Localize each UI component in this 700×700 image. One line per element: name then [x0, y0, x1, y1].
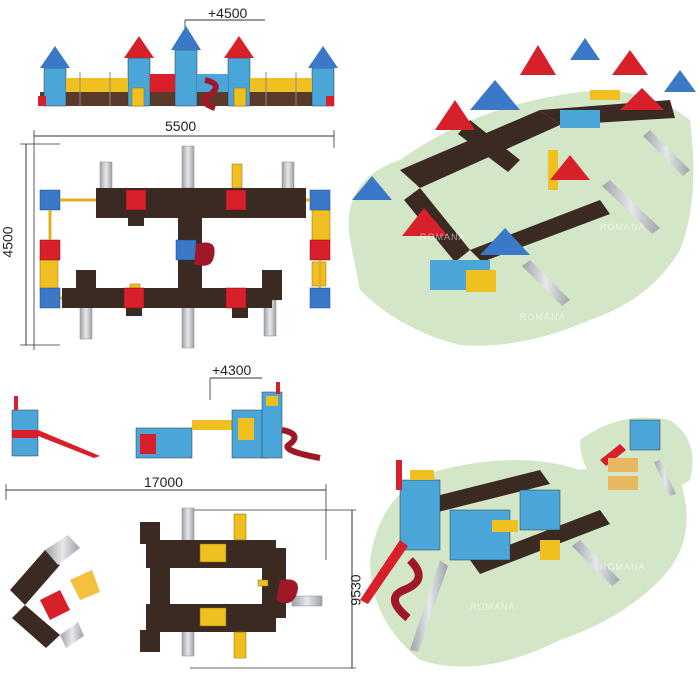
watermark-text: ROMANA	[520, 312, 566, 322]
plan-view-1	[20, 130, 335, 350]
watermark-text-3: ROMANA	[600, 222, 646, 232]
watermark-text-2: ROMANA	[420, 232, 466, 242]
watermark-text-4: ROMANA	[470, 602, 516, 612]
render-3d-2: ROMANA ROMANA	[360, 417, 693, 667]
plan-view-2	[5, 484, 356, 669]
dim-top-width: 5500	[165, 118, 197, 134]
elevation-view-1	[38, 19, 338, 111]
dim-bottom-width: 17000	[144, 474, 183, 490]
elevation-view-2	[11, 377, 321, 461]
dim-bottom-height: +4300	[212, 362, 252, 378]
watermark-text-5: ROMANA	[600, 562, 646, 572]
dim-top-height: +4500	[208, 5, 248, 21]
dim-bottom-depth: 9530	[347, 574, 364, 606]
dim-top-depth: 4500	[0, 226, 16, 258]
render-3d-1: ROMANA ROMANA ROMANA	[348, 38, 696, 346]
